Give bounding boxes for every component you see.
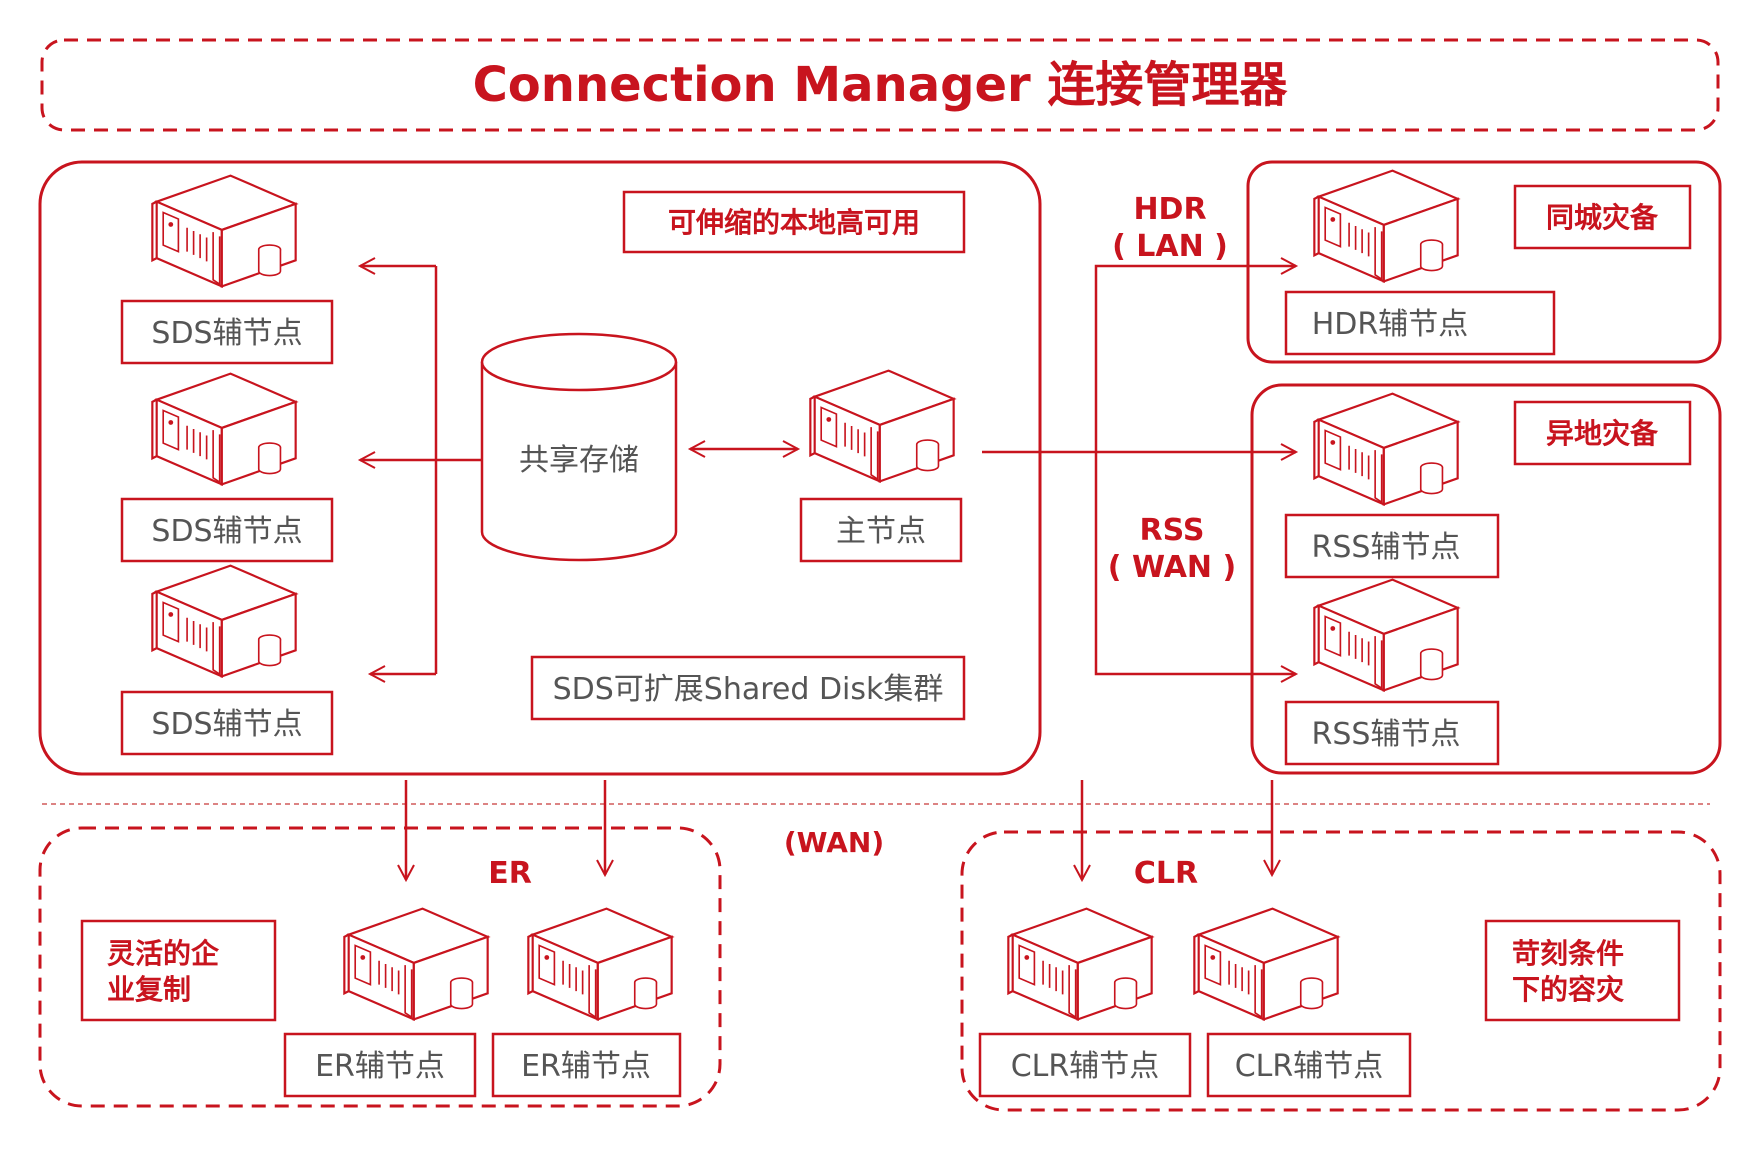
server-icon	[151, 372, 297, 486]
rss-tag-label: 异地灾备	[1546, 417, 1659, 450]
sds-footer-box	[530, 655, 966, 721]
hdr-link-label: HDR	[1133, 192, 1206, 227]
clr-label: CLR	[1134, 856, 1198, 891]
hdr-group-box	[1246, 160, 1722, 364]
clr-node-box	[978, 1032, 1192, 1098]
rss-node-box	[1284, 700, 1500, 766]
server-icon	[343, 907, 489, 1021]
server-icon	[1313, 169, 1459, 283]
wan-label: (WAN)	[784, 826, 884, 859]
clr-node-label: CLR辅节点	[1011, 1049, 1160, 1084]
server-icon	[1007, 907, 1153, 1021]
er-label: ER	[488, 856, 532, 891]
hdr-node-label: HDR辅节点	[1312, 307, 1469, 342]
shared-storage-cylinder	[480, 362, 678, 562]
sds-footer-label: SDS可扩展Shared Disk集群	[553, 672, 944, 707]
primary-node-box	[799, 497, 963, 563]
er-group-box	[38, 826, 722, 1108]
shared-storage-top	[480, 332, 678, 392]
server-icon	[1313, 578, 1459, 692]
clr-tag-line-2: 下的容灾	[1512, 973, 1624, 1006]
title-banner	[40, 38, 1720, 132]
er-tag-box	[80, 919, 277, 1022]
rss-node-label: RSS辅节点	[1312, 530, 1461, 565]
primary-node-label: 主节点	[836, 514, 926, 549]
hdr-link-sub-label: ( LAN )	[1112, 229, 1228, 264]
clr-node-box	[1206, 1032, 1412, 1098]
er-node-label: ER辅节点	[521, 1049, 651, 1084]
hdr-link-arrow	[1094, 257, 1299, 452]
rss-tag-box	[1513, 400, 1692, 466]
page-title: Connection Manager 连接管理器	[473, 57, 1289, 113]
sds-tag-label: 可伸缩的本地高可用	[668, 206, 920, 239]
er-node-box	[491, 1032, 682, 1098]
server-icon	[1193, 907, 1339, 1021]
server-icon	[527, 907, 673, 1021]
er-tag-line-1: 灵活的企	[107, 937, 220, 970]
sds-tag-box	[622, 190, 966, 254]
sds-node-box	[120, 299, 334, 365]
hdr-tag-label: 同城灾备	[1546, 201, 1659, 234]
rss-node-box	[1284, 513, 1500, 579]
shared-storage-label: 共享存储	[519, 443, 639, 478]
clr-group-box	[960, 830, 1722, 1112]
sds-group-box	[38, 160, 1042, 776]
sds-node-label: SDS辅节点	[151, 514, 302, 549]
hdr-tag-box	[1513, 184, 1692, 250]
server-icon	[809, 369, 955, 483]
rss-group-box	[1250, 383, 1722, 775]
clr-tag-box	[1484, 919, 1681, 1022]
sds-node-label: SDS辅节点	[151, 707, 302, 742]
clr-node-label: CLR辅节点	[1235, 1049, 1384, 1084]
rss-node-label: RSS辅节点	[1312, 717, 1461, 752]
er-node-label: ER辅节点	[315, 1049, 445, 1084]
rss-link-label: RSS	[1140, 513, 1205, 548]
sds-node-label: SDS辅节点	[151, 316, 302, 351]
er-node-box	[283, 1032, 477, 1098]
clr-tag-line-1: 苛刻条件	[1512, 937, 1624, 970]
rss-link-sub-label: ( WAN )	[1108, 550, 1236, 585]
rss-link-arrow-2	[1094, 452, 1299, 683]
er-tag-line-2: 业复制	[107, 973, 191, 1006]
server-icon	[151, 564, 297, 678]
sds-node-box	[120, 497, 334, 563]
sds-node-box	[120, 690, 334, 756]
server-icon	[151, 174, 297, 288]
server-icon	[1313, 392, 1459, 506]
hdr-node-box	[1284, 290, 1556, 356]
